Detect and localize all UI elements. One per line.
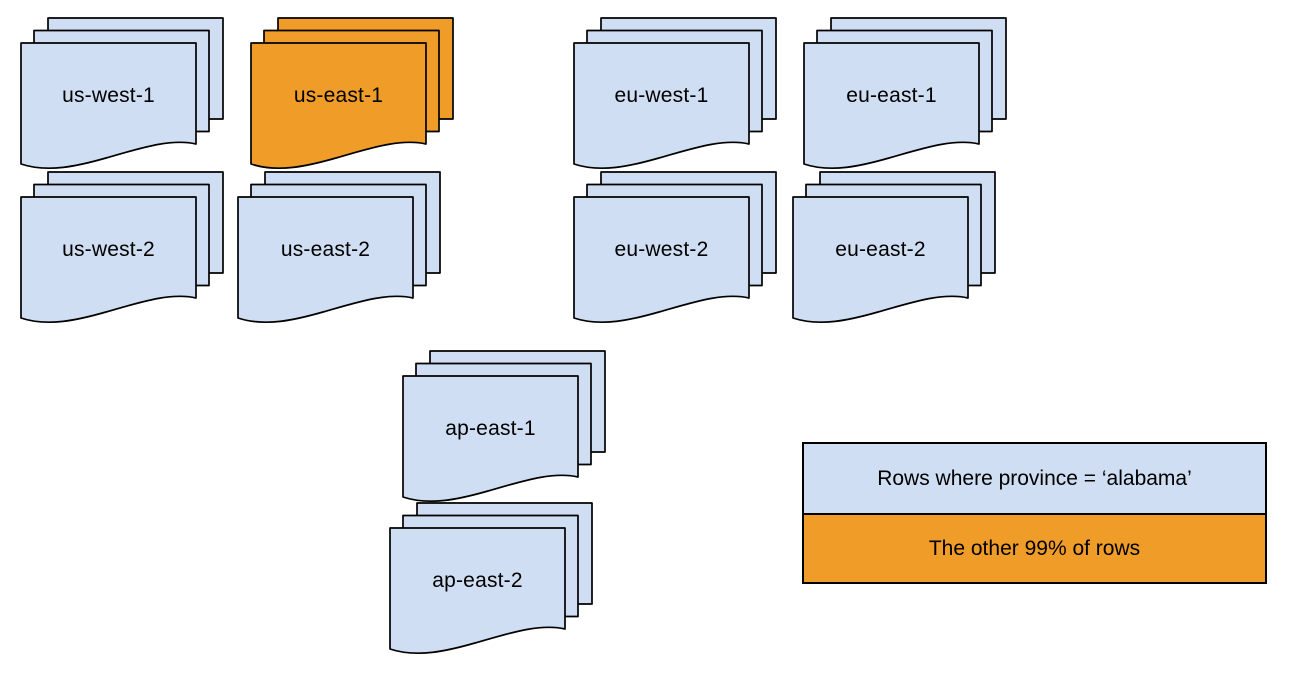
document-stack-us-west-1: us-west-1 [20,17,224,172]
document-stack-eu-west-1: eu-west-1 [573,17,777,172]
document-sheet-front [250,42,427,170]
legend-item-1: The other 99% of rows [804,513,1265,582]
document-sheet-front [389,527,566,655]
document-sheet-front [20,196,197,324]
document-sheet-front [573,196,750,324]
stacked-documents-icon [792,171,996,324]
document-stack-eu-west-2: eu-west-2 [573,171,777,326]
document-sheet-front [402,375,579,503]
document-sheet-front [20,42,197,170]
stacked-documents-icon [250,17,454,170]
stacked-documents-icon [803,17,1007,170]
document-sheet-front [237,196,414,324]
document-stack-ap-east-2: ap-east-2 [389,502,593,657]
document-stack-us-east-1: us-east-1 [250,17,454,172]
document-stack-eu-east-1: eu-east-1 [803,17,1007,172]
stacked-documents-icon [20,171,224,324]
document-sheet-front [792,196,969,324]
stacked-documents-icon [389,502,593,655]
document-stack-us-east-2: us-east-2 [237,171,441,326]
legend-item-label: Rows where province = ‘alabama’ [877,466,1192,490]
document-sheet-front [573,42,750,170]
stacked-documents-icon [402,350,606,503]
document-sheet-front [803,42,980,170]
stacked-documents-icon [20,17,224,170]
stacked-documents-icon [573,17,777,170]
legend: Rows where province = ‘alabama’ The othe… [802,442,1267,584]
legend-item-0: Rows where province = ‘alabama’ [804,444,1265,513]
document-stack-eu-east-2: eu-east-2 [792,171,996,326]
stacked-documents-icon [573,171,777,324]
document-stack-us-west-2: us-west-2 [20,171,224,326]
legend-item-label: The other 99% of rows [928,536,1141,560]
stacked-documents-icon [237,171,441,324]
document-stack-ap-east-1: ap-east-1 [402,350,606,505]
